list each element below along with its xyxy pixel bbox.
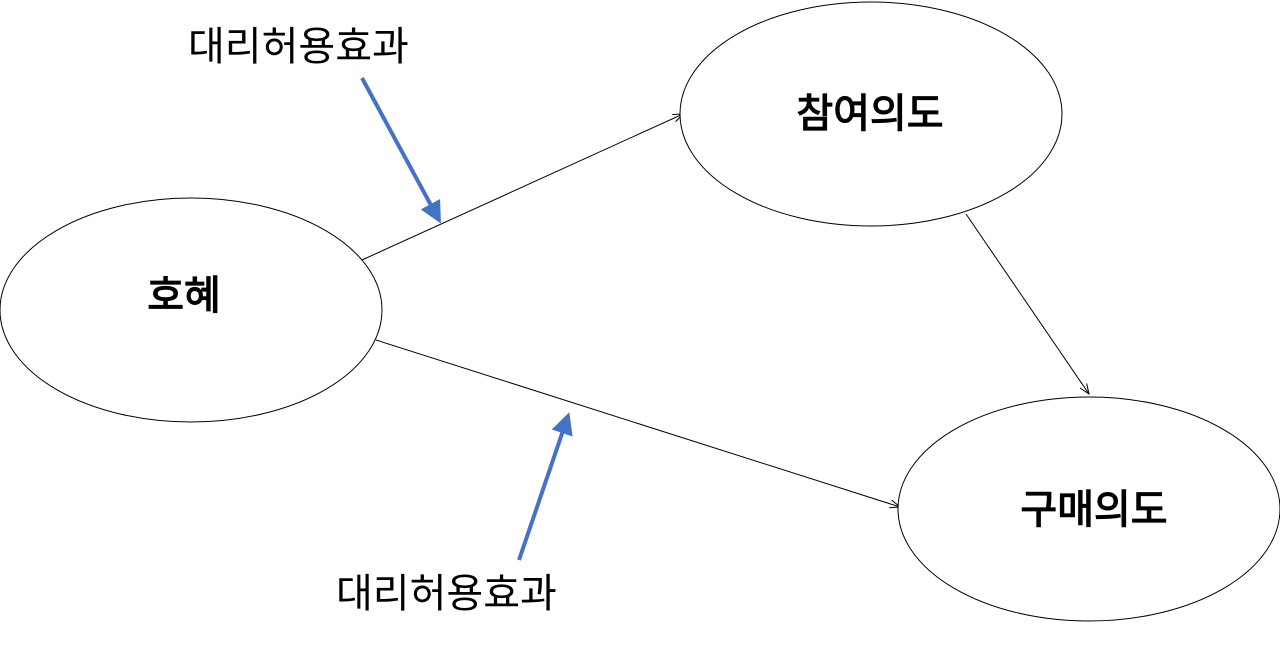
node-purchase-intention-ellipse xyxy=(897,396,1280,622)
node-participation-intention-ellipse xyxy=(679,1,1063,227)
annotation-bottom-label: 대리허용효과 xyxy=(336,571,557,617)
node-reciprocity-label: 호혜 xyxy=(147,273,221,319)
effect-arrow-bottom xyxy=(517,412,573,561)
edge-reciprocity-to-participation xyxy=(361,114,683,261)
effect-arrow-top xyxy=(360,77,441,224)
edge-reciprocity-to-purchase xyxy=(375,339,900,507)
node-participation-intention-label: 참여의도 xyxy=(796,91,943,137)
node-reciprocity-ellipse xyxy=(0,197,383,423)
edge-participation-to-purchase xyxy=(965,213,1089,394)
node-purchase-intention-label: 구매의도 xyxy=(1020,487,1167,533)
annotation-top-label: 대리허용효과 xyxy=(188,24,409,70)
node-reciprocity: 호혜 xyxy=(0,197,383,423)
node-purchase-intention: 구매의도 xyxy=(897,396,1280,622)
node-participation-intention: 참여의도 xyxy=(679,1,1063,227)
